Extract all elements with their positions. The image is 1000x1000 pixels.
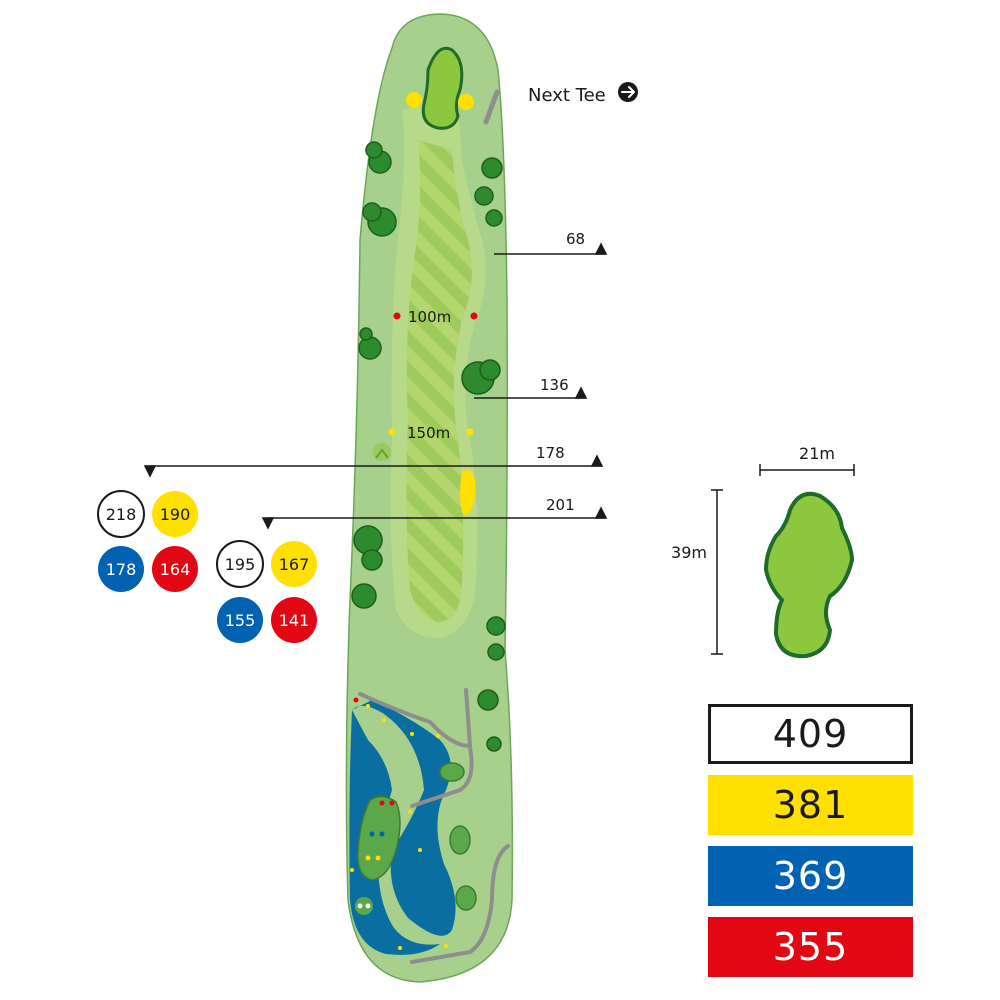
blue-tee-length: 369 [708,846,913,906]
blue-tee-length-value: 369 [772,854,849,898]
yellow-distance-1: 190 [160,505,191,524]
fairway-bunker [460,469,476,516]
trees [351,141,506,752]
distance-label-178: 178 [536,444,565,462]
yellow-tee-distance-circle [271,541,317,587]
triangle-icon [574,386,588,399]
green-depth-label: 39m [671,543,707,562]
yellow-tee-length: 381 [708,775,913,835]
triangle-icon [143,465,157,478]
triangle-icon [594,242,608,255]
distance-label-68: 68 [566,230,585,248]
next-tee-label[interactable]: Next Tee [528,85,606,106]
mounds [439,762,477,911]
path-dots [350,704,448,950]
yellow-distance-2: 167 [279,555,310,574]
150m-marker-right [466,428,474,436]
red-distance-1: 164 [160,560,191,579]
150m-marker-left [388,428,396,436]
cart-path [483,89,500,125]
distance-label-201: 201 [546,496,575,514]
yellow-tee-length-value: 381 [772,783,849,827]
fairway-mound [373,443,391,461]
blue-tee-distance-circle [98,546,144,592]
tee-marker [406,92,422,108]
red-tee-length: 355 [708,917,913,977]
yellow-tee-distance-circle [152,491,198,537]
water-hazard [349,700,456,955]
cart-paths [358,688,510,964]
triangle-icon [590,454,604,467]
100m-marker-left [393,312,401,320]
white-tee-distance-circle [97,490,145,538]
red-tee-distance-circle [152,546,198,592]
white-tee-distance-circle [216,540,264,588]
blue-distance-1: 178 [106,560,137,579]
white-distance-1: 218 [106,505,137,524]
blue-tee-distance-circle [217,597,263,643]
red-tee-distance-circle [271,597,317,643]
white-tee-length: 409 [708,704,913,764]
blue-distance-2: 155 [225,611,256,630]
distance-label-136: 136 [540,376,569,394]
green-detail [763,491,855,659]
fairway-label-150: 150m [407,424,450,442]
fairway [406,140,472,622]
white-tee-length-value: 409 [772,712,849,756]
red-tee-length-value: 355 [772,925,849,969]
white-tee [355,897,373,915]
tee-marker [458,94,474,110]
triangle-icon [594,506,608,519]
100m-marker-right [470,312,478,320]
triangle-icon [261,517,275,530]
green-width-dimension [759,464,855,476]
fairway-label-100: 100m [408,308,451,326]
green-depth-dimension [711,489,723,655]
red-distance-2: 141 [279,611,310,630]
arrow-right-icon[interactable] [618,82,638,102]
map-green [421,46,464,130]
white-distance-2: 195 [225,555,256,574]
green-width-label: 21m [799,444,835,463]
